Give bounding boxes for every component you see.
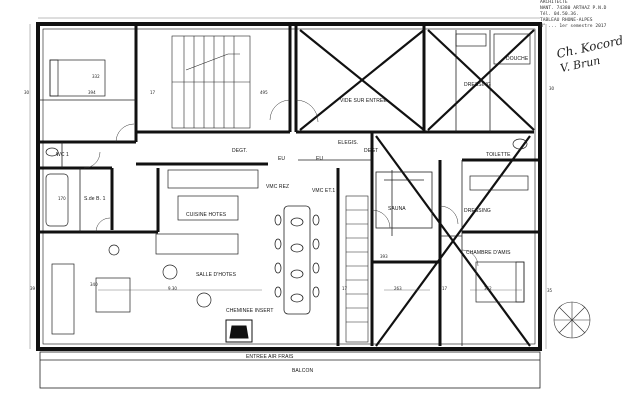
bed-right <box>475 261 525 303</box>
room-label-chambre-amis: CHAMBRE D'AMIS <box>466 250 511 256</box>
room-label-wc1: WC 1 <box>56 152 69 158</box>
staircase <box>171 35 251 129</box>
dim-30-right: 30 <box>549 86 555 91</box>
stamp-line-2: NANT. 74380 ARTHAZ P.N.D <box>540 6 607 11</box>
stamp-line-1: ARCHITECTE <box>540 0 568 5</box>
room-label-vmc-et1: VMC ET.1 <box>312 188 336 194</box>
bathtub <box>45 173 69 227</box>
dim-30-left: 30 <box>24 90 30 95</box>
dim-170: 170 <box>58 196 66 201</box>
room-label-cuisine: CUISINE HOTES <box>186 212 227 218</box>
architect-stamp: ARCHITECTE NANT. 74380 ARTHAZ P.N.D Tél.… <box>540 0 640 34</box>
room-label-douche: DOUCHE <box>506 56 529 62</box>
spiral-detail <box>553 301 591 339</box>
dim-393: 393 <box>380 254 388 259</box>
dim-17: 17 <box>150 90 156 95</box>
bath-fixtures-right <box>45 33 531 191</box>
room-label-eu1: EU <box>278 156 286 162</box>
dim-362: 362 <box>484 286 492 291</box>
stamp-line-4: TABLEAU RHONE-ALPES <box>540 18 593 23</box>
room-label-entree-air: ENTREE AIR FRAIS <box>246 354 294 360</box>
dim-332: 332 <box>92 74 100 79</box>
room-label-vide: VIDE SUR ENTREE <box>340 98 387 104</box>
room-label-degt2: DEGT <box>364 148 379 154</box>
dim-263: 263 <box>394 286 402 291</box>
dimension-lines <box>29 17 547 349</box>
room-label-salle: SALLE D'HOTES <box>196 272 237 278</box>
room-label-balcon: BALCON <box>292 368 314 374</box>
room-label-cheminee: CHEMINEE INSERT <box>226 308 274 314</box>
interior-walls <box>40 26 540 346</box>
lower-staircase <box>345 195 369 343</box>
living-furniture <box>51 244 212 335</box>
dim-17b: 17 <box>342 286 348 291</box>
stamp-line-3: Tél. 04.50.36. <box>540 12 579 17</box>
room-label-toilettes: TOILETTE <box>486 152 511 158</box>
room-label-eu2: EU <box>316 156 324 162</box>
stamp-line-5: N° ... 1er semestre 2017 <box>540 24 607 29</box>
room-label-dressing: DRESSING <box>464 208 491 214</box>
dim-35: 35 <box>547 288 553 293</box>
dim-17c: 17 <box>442 286 448 291</box>
room-label-elegis: ELEGIS. <box>338 140 359 146</box>
dim-9-30: 9.30 <box>168 286 177 291</box>
room-label-degt: DEGT. <box>232 148 248 154</box>
room-label-sdb1: S.de B. 1 <box>84 196 106 202</box>
kitchen-counters <box>155 169 259 255</box>
balcony-outline <box>39 351 541 389</box>
dining-table <box>274 205 320 315</box>
sauna-outline <box>375 171 433 229</box>
door-swings <box>83 99 479 267</box>
dim-39: 39 <box>30 286 36 291</box>
thin-partitions <box>40 30 491 346</box>
room-label-vmc-rez: VMC REZ <box>266 184 290 190</box>
room-label-dressing2: DRESSING <box>464 82 491 88</box>
room-label-sauna: SAUNA <box>388 206 406 212</box>
bed-top-left <box>49 59 106 97</box>
dim-340: 340 <box>90 282 98 287</box>
fireplace <box>225 319 253 343</box>
crossed-out-zone <box>299 29 535 347</box>
dim-394: 394 <box>88 90 96 95</box>
dim-495: 495 <box>260 90 268 95</box>
